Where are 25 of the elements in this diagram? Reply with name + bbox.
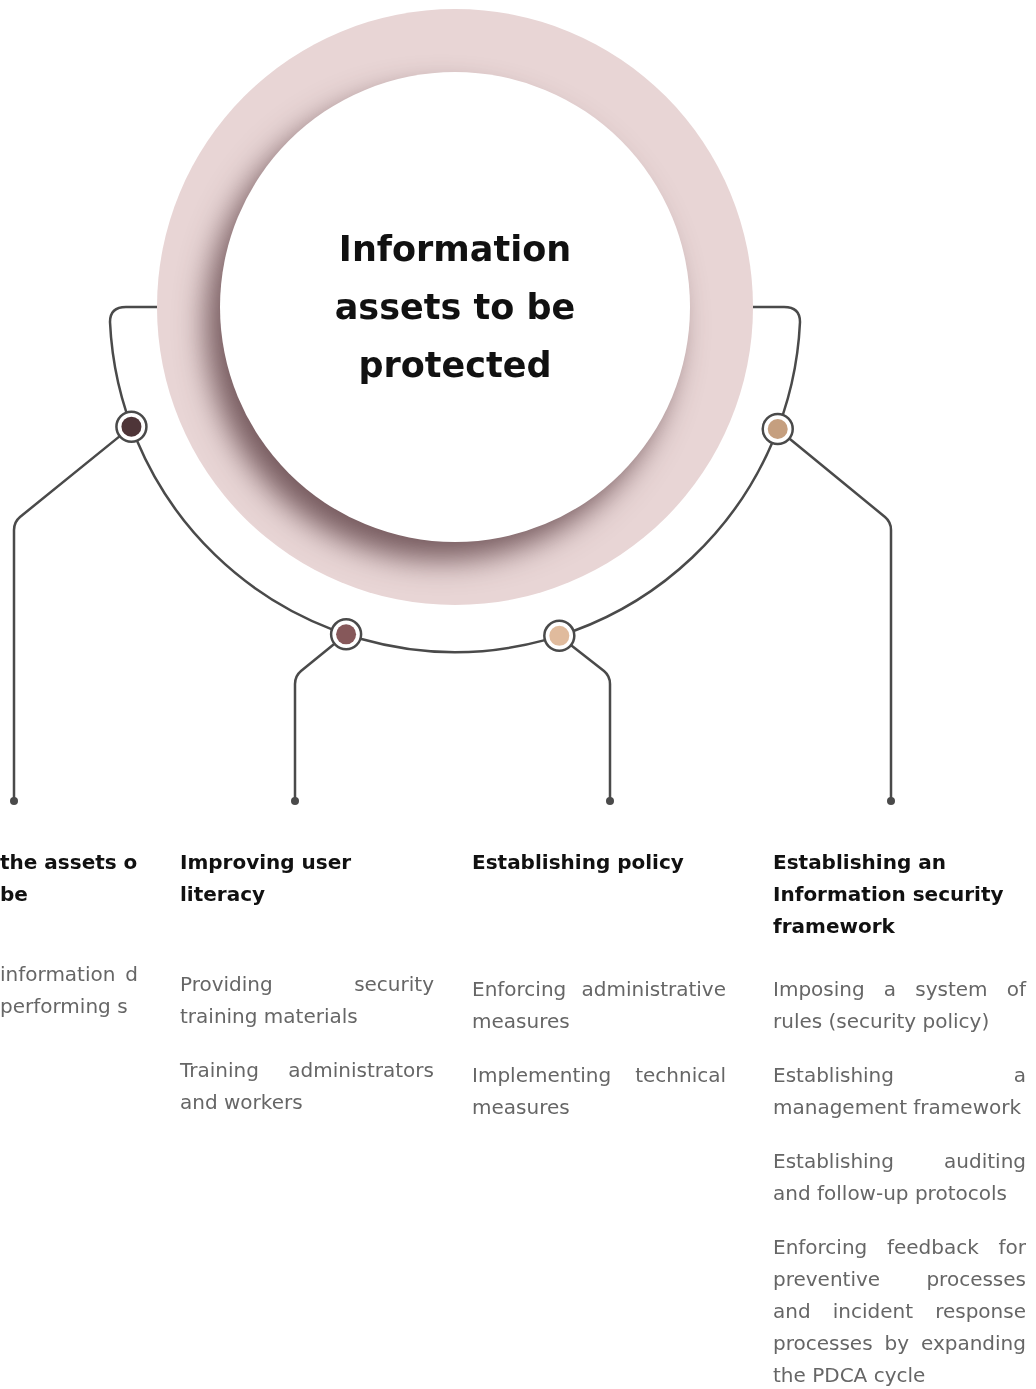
dot-marker — [543, 619, 576, 653]
dot-marker — [115, 410, 148, 443]
column-item: Enforcing administrative measures — [472, 976, 726, 1035]
connector-arc — [360, 637, 546, 653]
column-item: information d performing s — [0, 961, 138, 1020]
column-item: Training administrators and workers — [180, 1057, 434, 1116]
column-item: Establishing auditing and follow-up protocols — [773, 1148, 1026, 1207]
connector-arc — [573, 442, 774, 633]
dot-marker — [329, 618, 363, 651]
dot-marker — [761, 412, 794, 446]
column-item: Implementing technical measures — [472, 1062, 726, 1121]
connector-arc — [135, 440, 333, 631]
column-heading: Establishing policy — [472, 849, 685, 876]
leader-line — [570, 644, 614, 805]
column-heading: Improving user literacy — [180, 849, 353, 908]
column-heading: Establishing an Information security framework — [773, 849, 1005, 935]
column-item: Establishing a management framework — [773, 1062, 1026, 1121]
column-item: Providing security training materials — [180, 971, 434, 1030]
center-title: Information assets to be protected — [333, 228, 577, 387]
column-item: Enforcing feedback for preventive processes and incident response processes by expanding the PDCA cycle — [773, 1234, 1026, 1389]
column-item: Imposing a system of rules (security policy) — [773, 976, 1026, 1035]
column-heading: the assets o be — [0, 849, 138, 908]
leader-line — [10, 435, 121, 805]
leader-line — [291, 642, 336, 805]
leader-line — [788, 437, 895, 805]
